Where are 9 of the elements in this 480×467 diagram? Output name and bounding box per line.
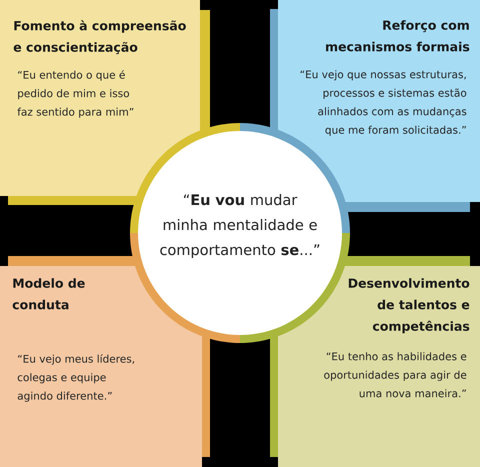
panel-heading: Modelo de conduta (12, 278, 85, 310)
panel-heading: Reforço com mecanismos formais (326, 20, 470, 52)
quote-text: “Eu tenho as habilidades e oportunidades para agir de uma nova maneira.” (324, 352, 466, 398)
quote-text: “Eu vejo meus líderes, colegas e equipe agindo diferente.” (18, 354, 134, 402)
panel-heading: Fomento à compreensão e conscientização (14, 20, 186, 54)
panel-heading: Desenvolvimento de talentos e competências (348, 278, 470, 334)
quote-text: “Eu entendo o que é pedido de mim e isso faz sentido para mim” (17, 70, 134, 118)
quadrant-panel (270, 256, 480, 467)
quadrant-panel (0, 0, 210, 205)
